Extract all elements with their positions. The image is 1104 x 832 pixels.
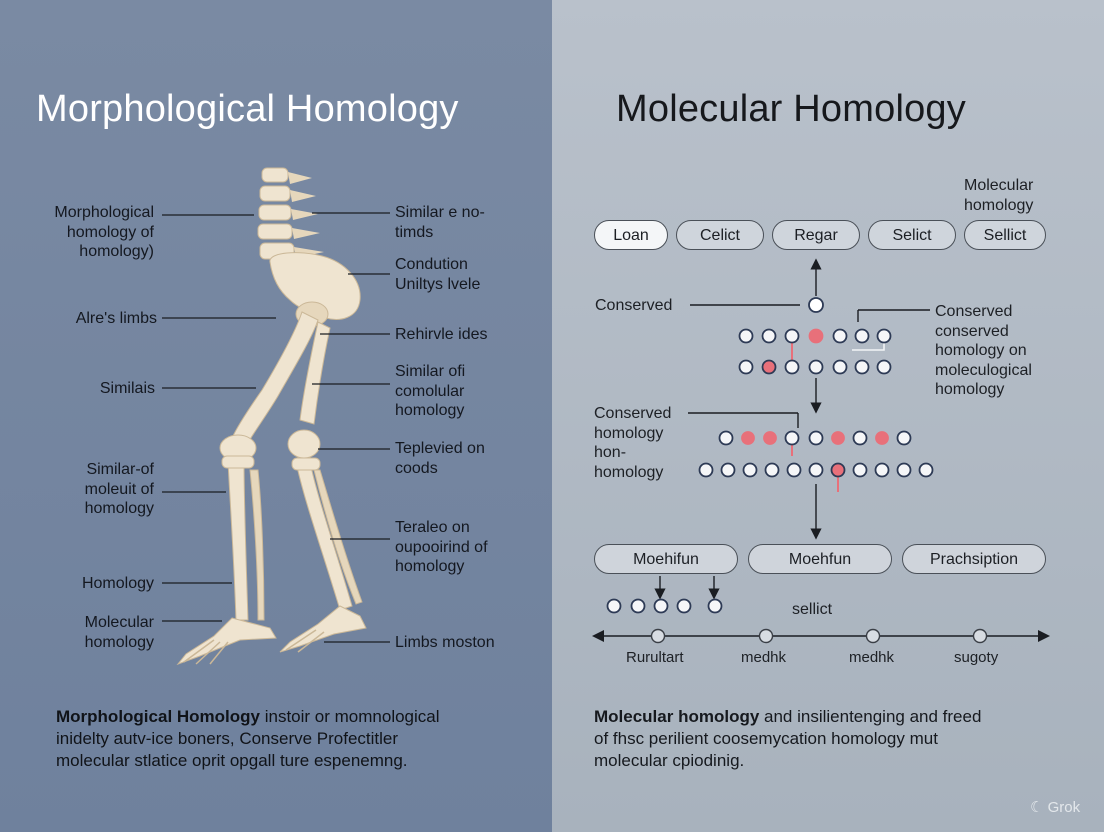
label-similar-of: Similar-of moleuit of homology bbox=[84, 461, 154, 517]
right-panel bbox=[552, 0, 1104, 832]
pill-celict: Celict bbox=[676, 220, 764, 250]
right-paragraph-bold: Molecular homology bbox=[594, 707, 760, 726]
label-teraleo: Teraleo on oupooirind of homology bbox=[395, 519, 488, 575]
label-conserved-homology: Conserved homology hon- homology bbox=[594, 405, 672, 481]
pill-loan: Loan bbox=[594, 220, 668, 250]
label-morphological-homology: Morphological homology of homology) bbox=[54, 204, 154, 260]
label-sellict: sellict bbox=[792, 601, 833, 618]
pill-selict: Selict bbox=[868, 220, 956, 250]
right-title: Molecular Homology bbox=[616, 88, 966, 130]
timeline-label-1: Rurultart bbox=[626, 649, 684, 666]
label-conserved: Conserved bbox=[595, 297, 673, 314]
label-limbs: Alre's limbs bbox=[75, 310, 157, 327]
pill-prachsiption: Prachsiption bbox=[902, 544, 1046, 574]
left-panel bbox=[0, 0, 552, 832]
right-paragraph: Molecular homology and insilientenging a… bbox=[594, 706, 981, 772]
left-paragraph: Morphological Homology instoir or momnol… bbox=[56, 706, 440, 772]
watermark-text: Grok bbox=[1047, 799, 1081, 816]
left-paragraph-bold: Morphological Homology bbox=[56, 707, 260, 726]
watermark: ☾ Grok bbox=[1030, 799, 1081, 816]
sequence-node-rows bbox=[606, 297, 934, 614]
pill-sellict: Sellict bbox=[964, 220, 1046, 250]
pill-regar: Regar bbox=[772, 220, 860, 250]
label-conserved-right: Conserved conserved homology on moleculo… bbox=[935, 303, 1032, 398]
label-teplevied: Teplevied on coods bbox=[395, 440, 485, 477]
feet-illustration bbox=[176, 605, 367, 666]
label-molecular-homology: Molecular homology bbox=[84, 614, 154, 651]
right-paragraph-text: and insilientenging and freed of fhsc pe… bbox=[594, 707, 982, 770]
leg-bones-illustration bbox=[219, 311, 363, 621]
left-paragraph-text: instoir or momnological inidelty autv-ic… bbox=[56, 707, 440, 770]
label-condution: Condution Uniltys lvele bbox=[395, 256, 481, 293]
label-limbs-moston: Limbs moston bbox=[395, 634, 495, 651]
timeline-label-2: medhk bbox=[741, 649, 787, 666]
corner-label: Molecular homology bbox=[964, 177, 1034, 214]
left-title: Morphological Homology bbox=[36, 88, 459, 130]
timeline-label-3: medhk bbox=[849, 649, 895, 666]
pill-moehifun: Moehifun bbox=[594, 544, 738, 574]
pelvis-illustration bbox=[269, 252, 361, 327]
label-similais: Similais bbox=[99, 380, 155, 397]
label-similar-ofi: Similar ofi comolular homology bbox=[395, 363, 466, 419]
label-homology: Homology bbox=[81, 575, 154, 592]
pill-moehfun: Moehfun bbox=[748, 544, 892, 574]
spine-illustration bbox=[257, 167, 324, 260]
right-leader-lines bbox=[312, 212, 390, 643]
timeline-label-4: sugoty bbox=[954, 649, 999, 666]
label-rehirvle: Rehirvle ides bbox=[395, 326, 488, 343]
timeline bbox=[592, 628, 1050, 644]
label-similar-e-no: Similar e no- timds bbox=[395, 204, 485, 241]
left-leader-lines bbox=[162, 214, 276, 622]
